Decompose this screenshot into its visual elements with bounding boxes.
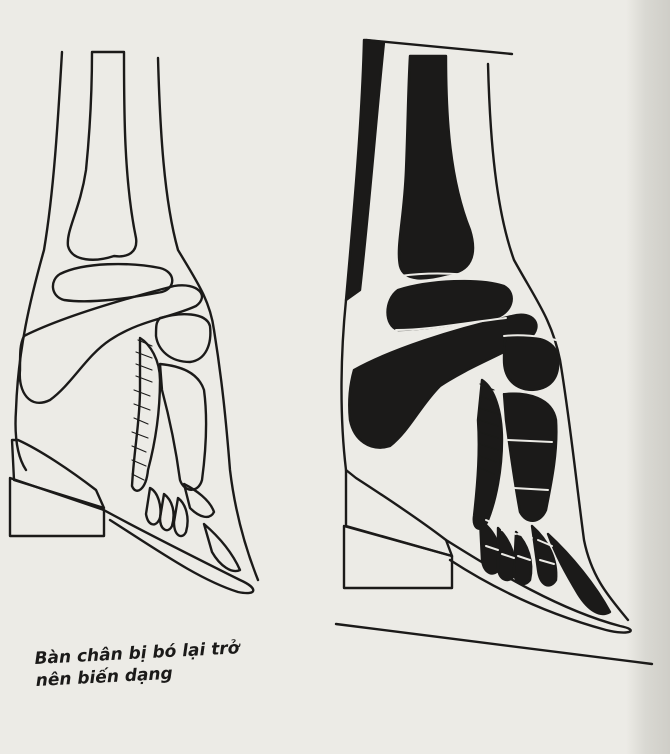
- right-top-edge: [366, 40, 512, 54]
- right-metatarsal-1: [474, 380, 502, 529]
- left-phalanx-4: [174, 498, 188, 536]
- left-phalanx-2: [146, 488, 161, 524]
- left-tibia: [68, 52, 136, 260]
- right-shoe-block: [344, 526, 452, 588]
- left-metatarsal-1: [160, 364, 206, 490]
- left-metatarsal-2: [132, 338, 160, 491]
- left-calcaneus: [20, 285, 202, 403]
- right-phalanx-4: [532, 526, 556, 585]
- right-leg-front-outline: [342, 300, 347, 470]
- right-leg-front-strip: [346, 40, 384, 300]
- right-tibia: [399, 56, 473, 278]
- right-foot-xray-drawing: [336, 40, 652, 664]
- right-navicular: [504, 337, 558, 390]
- right-phalanx-2: [498, 528, 515, 580]
- left-talus: [53, 264, 172, 301]
- left-shoe-heel: [12, 440, 104, 508]
- left-foot-outline-drawing: [10, 52, 258, 593]
- left-navicular: [156, 314, 210, 362]
- left-phalanx-3: [160, 494, 174, 530]
- left-leg-skin-outline: [15, 52, 62, 470]
- left-foot-sole: [100, 508, 253, 593]
- right-shoe-heel: [346, 470, 452, 556]
- right-cuneiform: [504, 394, 556, 521]
